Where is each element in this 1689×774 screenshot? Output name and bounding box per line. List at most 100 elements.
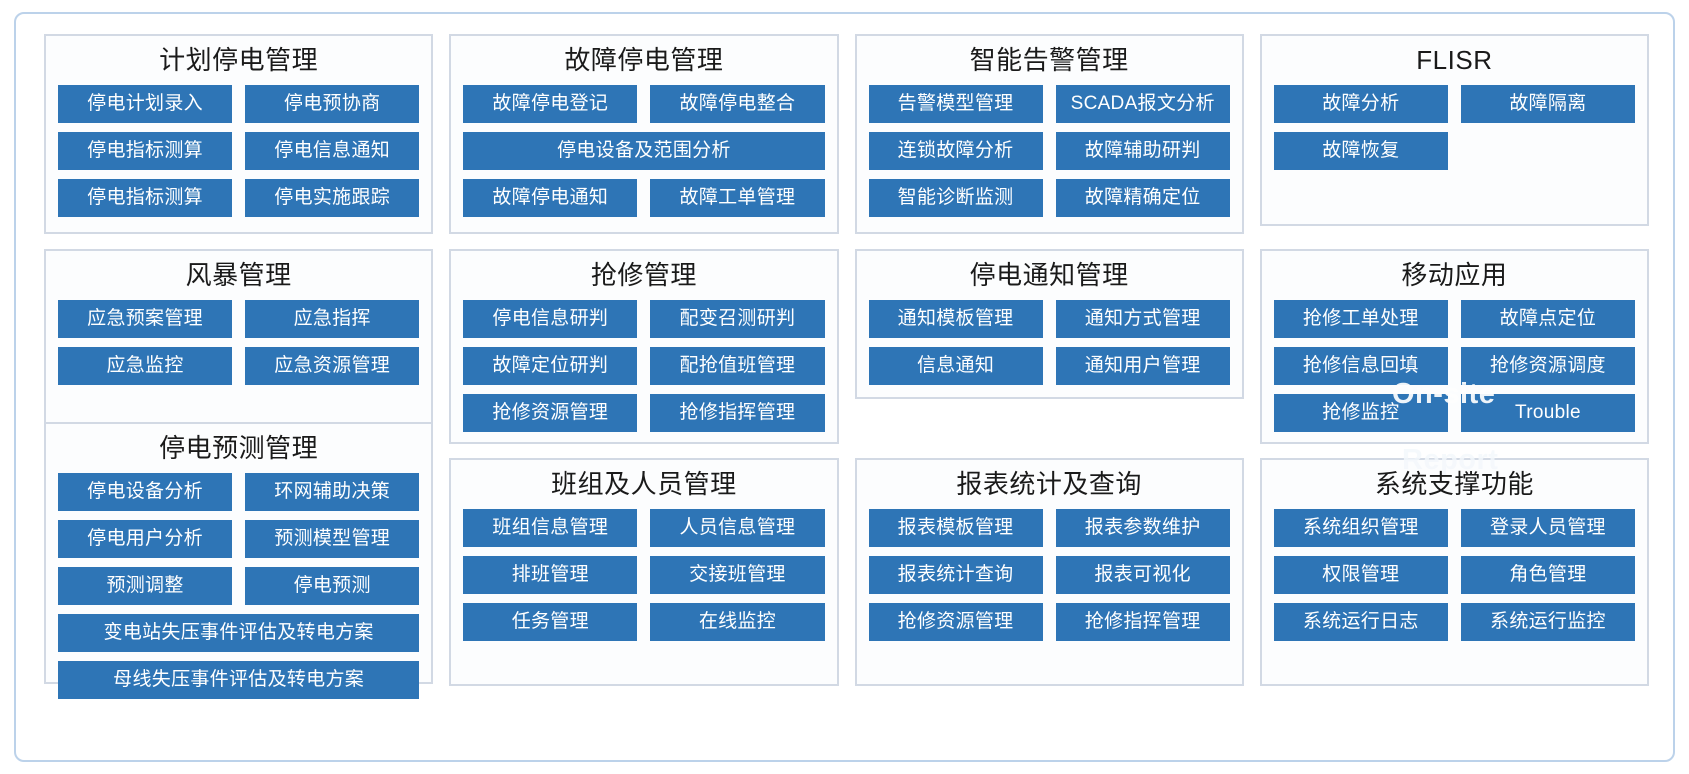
module-button[interactable]: 预测模型管理 xyxy=(245,520,420,559)
module-button[interactable]: 故障辅助研判 xyxy=(1055,132,1230,171)
module-button[interactable]: 故障停电整合 xyxy=(650,85,825,124)
module-button[interactable]: 停电计划录入 xyxy=(58,85,233,124)
panel-fault-outage-management: 故障停电管理故障停电登记故障停电整合停电设备及范围分析故障停电通知故障工单管理 xyxy=(449,34,839,234)
module-button[interactable]: 停电预协商 xyxy=(245,85,420,124)
button-grid-team-and-personnel-management: 班组信息管理人员信息管理排班管理交接班管理任务管理在线监控 xyxy=(463,509,825,642)
module-button[interactable]: 班组信息管理 xyxy=(463,509,638,548)
module-button[interactable]: 抢修指挥管理 xyxy=(1055,603,1230,642)
panel-title-storm-management: 风暴管理 xyxy=(185,260,292,290)
module-button[interactable]: 故障停电登记 xyxy=(463,85,638,124)
panel-title-report-statistics-and-query: 报表统计及查询 xyxy=(956,469,1142,499)
button-grid-intelligent-alarm-management: 告警模型管理 SCADA报文分析连锁故障分析故障辅助研判智能诊断监测故障精确定位 xyxy=(868,85,1230,218)
module-button[interactable]: 报表统计查询 xyxy=(868,556,1043,595)
module-button[interactable]: 抢修监控 xyxy=(1273,394,1448,433)
button-grid-storm-management: 应急预案管理应急指挥应急监控应急资源管理 xyxy=(58,300,420,386)
module-button[interactable]: 停电设备及范围分析 xyxy=(463,132,825,171)
button-grid-fault-outage-management: 故障停电登记故障停电整合停电设备及范围分析故障停电通知故障工单管理 xyxy=(463,85,825,218)
module-button[interactable]: 停电预测 xyxy=(245,567,420,606)
panel-title-system-support-functions: 系统支撑功能 xyxy=(1374,469,1534,499)
panel-title-planned-outage-management: 计划停电管理 xyxy=(159,45,319,75)
panel-title-mobile-application: 移动应用 xyxy=(1401,260,1508,290)
module-button[interactable]: 通知方式管理 xyxy=(1055,300,1230,339)
module-button[interactable]: 在线监控 xyxy=(650,603,825,642)
module-button[interactable]: 报表可视化 xyxy=(1055,556,1230,595)
module-button[interactable]: 停电实施跟踪 xyxy=(245,179,420,218)
module-button[interactable]: 预测调整 xyxy=(58,567,233,606)
module-button[interactable]: 连锁故障分析 xyxy=(868,132,1043,171)
module-button[interactable]: 故障分析 xyxy=(1273,85,1448,124)
module-button[interactable]: 停电指标测算 xyxy=(58,179,233,218)
module-button[interactable]: 人员信息管理 xyxy=(650,509,825,548)
button-grid-planned-outage-management: 停电计划录入停电预协商停电指标测算停电信息通知停电指标测算停电实施跟踪 xyxy=(58,85,420,218)
module-button[interactable]: 停电指标测算 xyxy=(58,132,233,171)
panel-emergency-repair-management: 抢修管理停电信息研判配变召测研判故障定位研判配抢值班管理抢修资源管理抢修指挥管理 xyxy=(449,249,839,444)
module-button[interactable]: 故障定位研判 xyxy=(463,347,638,386)
module-button[interactable]: 抢修资源管理 xyxy=(463,394,638,433)
module-button[interactable]: 智能诊断监测 xyxy=(868,179,1043,218)
module-button[interactable]: 应急预案管理 xyxy=(58,300,233,339)
button-grid-system-support-functions: 系统组织管理登录人员管理权限管理角色管理系统运行日志系统运行监控 xyxy=(1273,509,1635,642)
module-button[interactable]: 故障点定位 xyxy=(1460,300,1635,339)
module-button[interactable]: 系统组织管理 xyxy=(1273,509,1448,548)
module-button[interactable]: 停电信息通知 xyxy=(245,132,420,171)
module-button[interactable]: 系统运行日志 xyxy=(1273,603,1448,642)
module-button[interactable]: 停电用户分析 xyxy=(58,520,233,559)
module-button[interactable]: 抢修工单处理 xyxy=(1273,300,1448,339)
module-button[interactable]: Trouble xyxy=(1460,394,1635,433)
module-button[interactable]: 信息通知 xyxy=(868,347,1043,386)
module-button[interactable]: 报表参数维护 xyxy=(1055,509,1230,548)
panel-title-team-and-personnel-management: 班组及人员管理 xyxy=(551,469,737,499)
module-button[interactable]: 抢修资源调度 xyxy=(1460,347,1635,386)
panel-title-fault-outage-management: 故障停电管理 xyxy=(564,45,724,75)
module-button[interactable]: 应急监控 xyxy=(58,347,233,386)
module-button[interactable]: 故障恢复 xyxy=(1273,132,1448,171)
outer-frame: 计划停电管理停电计划录入停电预协商停电指标测算停电信息通知停电指标测算停电实施跟… xyxy=(14,12,1675,762)
module-button[interactable]: 通知模板管理 xyxy=(868,300,1043,339)
panel-planned-outage-management: 计划停电管理停电计划录入停电预协商停电指标测算停电信息通知停电指标测算停电实施跟… xyxy=(44,34,434,234)
panel-team-and-personnel-management: 班组及人员管理班组信息管理人员信息管理排班管理交接班管理任务管理在线监控 xyxy=(449,458,839,686)
module-button[interactable]: 权限管理 xyxy=(1273,556,1448,595)
panel-title-emergency-repair-management: 抢修管理 xyxy=(590,260,697,290)
panel-title-intelligent-alarm-management: 智能告警管理 xyxy=(969,45,1129,75)
module-button[interactable]: 应急指挥 xyxy=(245,300,420,339)
module-button[interactable]: 排班管理 xyxy=(463,556,638,595)
panel-outage-forecast-management: 停电预测管理停电设备分析环网辅助决策停电用户分析预测模型管理预测调整停电预测变电… xyxy=(44,422,434,700)
button-grid-mobile-application: 抢修工单处理故障点定位抢修信息回填抢修资源调度抢修监控 Trouble xyxy=(1273,300,1635,433)
button-grid-outage-forecast-management: 停电设备分析环网辅助决策停电用户分析预测模型管理预测调整停电预测变电站失压事件评… xyxy=(58,473,420,700)
panel-title-outage-notification-management: 停电通知管理 xyxy=(969,260,1129,290)
button-grid-report-statistics-and-query: 报表模板管理报表参数维护报表统计查询报表可视化抢修资源管理抢修指挥管理 xyxy=(868,509,1230,642)
module-button[interactable]: 登录人员管理 xyxy=(1460,509,1635,548)
module-button[interactable]: 停电信息研判 xyxy=(463,300,638,339)
module-button[interactable]: 交接班管理 xyxy=(650,556,825,595)
button-grid-flisr: 故障分析故障隔离故障恢复 xyxy=(1273,85,1635,171)
module-button[interactable]: 故障停电通知 xyxy=(463,179,638,218)
module-button[interactable]: 应急资源管理 xyxy=(245,347,420,386)
module-button[interactable]: 告警模型管理 xyxy=(868,85,1043,124)
module-button[interactable]: 通知用户管理 xyxy=(1055,347,1230,386)
module-button[interactable]: SCADA报文分析 xyxy=(1055,85,1230,124)
module-button[interactable]: 停电设备分析 xyxy=(58,473,233,512)
module-button[interactable]: 报表模板管理 xyxy=(868,509,1043,548)
button-grid-outage-notification-management: 通知模板管理通知方式管理信息通知通知用户管理 xyxy=(868,300,1230,386)
panel-mobile-application: 移动应用抢修工单处理故障点定位抢修信息回填抢修资源调度抢修监控 Trouble xyxy=(1259,249,1649,444)
module-button[interactable]: 故障工单管理 xyxy=(650,179,825,218)
panel-intelligent-alarm-management: 智能告警管理告警模型管理 SCADA报文分析连锁故障分析故障辅助研判智能诊断监测故… xyxy=(854,34,1244,234)
module-button[interactable]: 配抢值班管理 xyxy=(650,347,825,386)
module-button[interactable]: 系统运行监控 xyxy=(1460,603,1635,642)
module-button[interactable]: 抢修资源管理 xyxy=(868,603,1043,642)
module-button[interactable]: 配变召测研判 xyxy=(650,300,825,339)
module-button[interactable]: 环网辅助决策 xyxy=(245,473,420,512)
panel-system-support-functions: 系统支撑功能系统组织管理登录人员管理权限管理角色管理系统运行日志系统运行监控 xyxy=(1259,458,1649,686)
module-button[interactable]: 母线失压事件评估及转电方案 xyxy=(58,661,420,700)
module-button[interactable]: 抢修指挥管理 xyxy=(650,394,825,433)
module-button[interactable]: 故障隔离 xyxy=(1460,85,1635,124)
module-button[interactable]: 任务管理 xyxy=(463,603,638,642)
module-button[interactable]: 抢修信息回填 xyxy=(1273,347,1448,386)
module-button[interactable]: 角色管理 xyxy=(1460,556,1635,595)
panel-storm-management: 风暴管理应急预案管理应急指挥应急监控应急资源管理 xyxy=(44,249,434,424)
module-button[interactable]: 变电站失压事件评估及转电方案 xyxy=(58,614,420,653)
panel-board: 计划停电管理停电计划录入停电预协商停电指标测算停电信息通知停电指标测算停电实施跟… xyxy=(16,14,1677,764)
module-button[interactable]: 故障精确定位 xyxy=(1055,179,1230,218)
